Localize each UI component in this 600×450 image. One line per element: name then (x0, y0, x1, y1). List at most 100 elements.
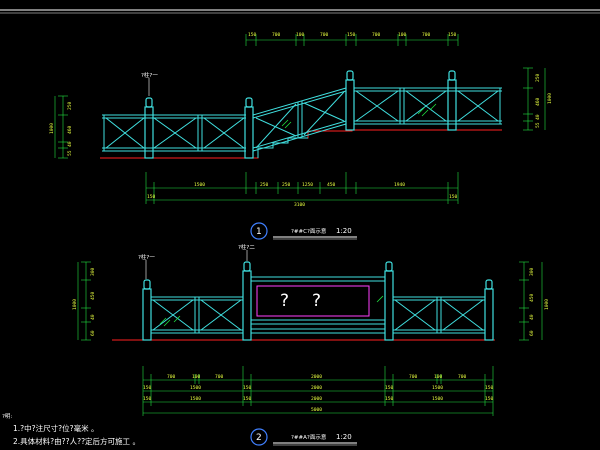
dim2-b2-2: 1500 (190, 385, 201, 391)
dim-top-2: 700 (272, 32, 281, 38)
dim-bottom-a4: 1250 (302, 182, 313, 188)
pillar-label-2a: ?柱?一 (138, 253, 155, 261)
bottom-dimensions-2 (142, 366, 494, 416)
dim-bottom-b2: 3100 (294, 202, 305, 208)
bottom-dimensions-1 (145, 172, 459, 204)
title-block-1: 1 ?##C?面示意 1:20 (250, 222, 357, 240)
dim-bottom-b3: 150 (449, 194, 458, 200)
dim2-b1-4: 2000 (311, 374, 322, 380)
dim2-right-3: 40 (529, 314, 535, 320)
dim-top-8: 700 (422, 32, 431, 38)
dim2-b3-4: 2000 (311, 396, 322, 402)
pillars-2 (142, 261, 494, 341)
elevation-scale-2: 1:20 (336, 433, 352, 441)
dim-bottom-a3: 250 (282, 182, 291, 188)
dim2-b3-5: 150 (385, 396, 394, 402)
dim-bottom-a5: 450 (327, 182, 336, 188)
dim2-b2-3: 150 (243, 385, 252, 391)
dim2-right-2: 450 (529, 293, 535, 302)
pillar-callout-1: ?柱?一 (141, 71, 158, 96)
dim-top-7: 100 (398, 32, 407, 38)
dim2-right-total: 1000 (544, 299, 550, 310)
dim-right-4: 55 (535, 122, 541, 128)
dim2-b2-7: 150 (485, 385, 494, 391)
dim-bottom-a2: 250 (260, 182, 269, 188)
dim-top-4: 700 (320, 32, 329, 38)
left-dimension-labels-2: 300 450 40 60 1000 (72, 267, 96, 336)
elevation-title-2: ?##A?面示意 (291, 433, 327, 441)
bottom-dimension-labels-1: 1500 250 250 1250 450 1940 150 3100 150 (147, 182, 458, 208)
hatch-marks-1 (281, 103, 437, 129)
title-block-2: 2 ?##A?面示意 1:20 (250, 428, 357, 446)
dim2-b1-5: 700 (409, 374, 418, 380)
dim-right-total: 1000 (547, 93, 553, 104)
feature-panel (256, 285, 370, 317)
dim2-b1-3: 700 (215, 374, 224, 380)
dim-left-1: 250 (67, 101, 73, 110)
dim2-b1-6: 100 (434, 374, 443, 380)
rails-2 (151, 276, 485, 334)
left-dimensions-1 (54, 95, 68, 159)
pillars-1 (144, 70, 457, 159)
dim2-left-4: 60 (90, 330, 96, 336)
elevation-scale-1: 1:20 (336, 227, 352, 235)
dim2-left-1: 300 (90, 267, 96, 276)
dim-left-3: 40 (67, 141, 73, 147)
dim-bottom-a6: 1940 (394, 182, 405, 188)
dim2-b2-5: 150 (385, 385, 394, 391)
pillar-label-2b: ?柱?二 (238, 243, 255, 251)
dim2-b3-6: 1500 (432, 396, 443, 402)
dim2-right-1: 300 (529, 267, 535, 276)
dim-top-5: 150 (347, 32, 356, 38)
dim-bottom-b1: 150 (147, 194, 156, 200)
panel-mark-1: ? (280, 291, 289, 311)
dim2-left-total: 1000 (72, 299, 78, 310)
dim2-b3-7: 150 (485, 396, 494, 402)
dim2-b3-1: 150 (143, 396, 152, 402)
elevation-2-drawing: ? ? 300 450 40 60 1000 (72, 243, 550, 446)
pillar-label-1: ?柱?一 (141, 71, 158, 79)
dim-top-9: 150 (448, 32, 457, 38)
pillar-callouts-2: ?柱?一 ?柱?二 (138, 243, 255, 279)
bottom-dimension-labels-2: 700 100 700 2000 700 100 700 150 1500 15… (143, 374, 494, 413)
elevation-1-drawing: 150 700 100 700 150 700 100 700 150 250 … (49, 32, 553, 240)
elevation-title-1: ?##C?面示意 (291, 227, 327, 235)
dim-bottom-a1: 1500 (194, 182, 205, 188)
left-dimension-labels-1: 250 460 40 55 1000 (49, 101, 73, 156)
dim2-b1-1: 700 (167, 374, 176, 380)
top-dimensions-1 (245, 34, 459, 46)
dim2-b2-4: 2000 (311, 385, 322, 391)
notes-line-1: 1.?中?注尺寸?位?毫米 。 (13, 423, 98, 433)
notes-block: ?明: 1.?中?注尺寸?位?毫米 。 2.具体材料?由??人??定后方可施工 … (2, 413, 140, 446)
dim2-b1-7: 700 (458, 374, 467, 380)
dim-top-6: 700 (372, 32, 381, 38)
dim-left-total: 1000 (49, 123, 55, 134)
rails-1 (102, 87, 502, 158)
dim-right-1: 250 (535, 73, 541, 82)
panel-mark-2: ? (312, 291, 321, 311)
right-dimension-labels-1: 250 460 40 55 1000 (535, 73, 553, 128)
dim-right-3: 40 (535, 114, 541, 120)
dim2-right-4: 60 (529, 330, 535, 336)
dim2-b2-1: 150 (143, 385, 152, 391)
sheet-border (0, 9, 600, 14)
dim2-b3-3: 150 (243, 396, 252, 402)
dim-left-2: 460 (67, 125, 73, 134)
hatch-marks-2 (159, 295, 384, 327)
elevation-index-2: 2 (256, 433, 262, 443)
dim2-left-3: 40 (90, 314, 96, 320)
elevation-index-1: 1 (256, 227, 262, 237)
notes-line-2: 2.具体材料?由??人??定后方可施工 。 (13, 436, 140, 446)
dim2-b3-2: 1500 (190, 396, 201, 402)
dim2-b1-2: 100 (192, 374, 201, 380)
notes-heading: ?明: (2, 413, 12, 420)
left-dimensions-2 (77, 261, 91, 341)
dim-top-1: 150 (248, 32, 257, 38)
dim-top-3: 100 (296, 32, 305, 38)
dim-right-2: 460 (535, 97, 541, 106)
right-dimensions-1 (523, 67, 546, 131)
dim2-left-2: 450 (90, 291, 96, 300)
dim2-total: 5000 (311, 407, 322, 413)
right-dimension-labels-2: 300 450 40 60 1000 (529, 267, 550, 336)
